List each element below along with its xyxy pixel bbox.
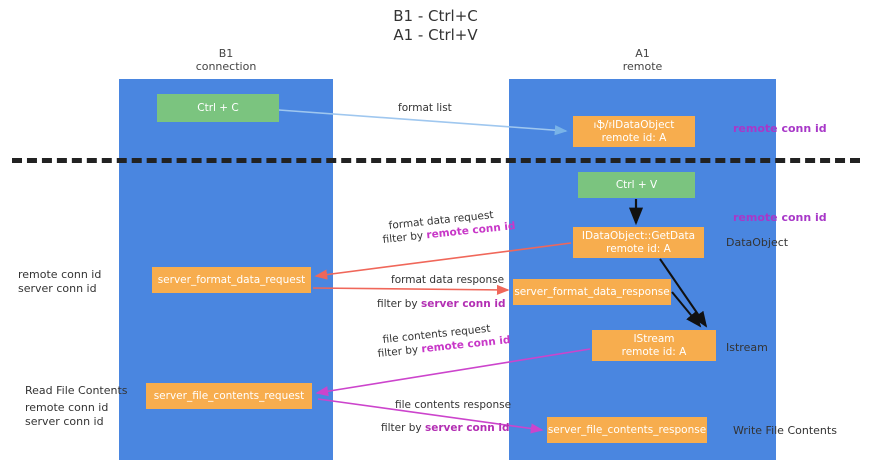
filter-value-server-conn-id: server conn id xyxy=(424,422,510,434)
legend-middle-server-conn-id: server conn id xyxy=(18,282,97,295)
column-header-b1-name: B1 xyxy=(218,47,234,60)
legend-bottom-heading: Read File Contents xyxy=(25,384,128,397)
node-ctrl-v[interactable]: Ctrl + V xyxy=(578,172,695,198)
node-server-format-data-request-label: server_format_data_request xyxy=(157,273,306,286)
node-istream-remote-id: remote id: A xyxy=(621,345,687,358)
column-header-a1-sub: remote xyxy=(622,60,663,73)
column-header-a1-name: A1 xyxy=(635,47,650,60)
filter-prefix: filter by xyxy=(382,229,428,246)
edge-label-format-data-response: format data response xyxy=(391,274,505,286)
node-server-file-contents-response[interactable]: server_file_contents_response xyxy=(547,417,707,443)
edge-label-format-data-response-filter: filter by server conn id xyxy=(377,297,506,311)
node-server-file-contents-request[interactable]: server_file_contents_request xyxy=(146,383,312,409)
node-idataobject-getdata-remote-id: remote id: A xyxy=(606,242,671,255)
node-idataobject-getdata[interactable]: IDataObject::GetData remote id: A xyxy=(573,227,704,258)
column-header-b1-sub: connection xyxy=(195,60,257,73)
side-label-istream: Istream xyxy=(726,341,768,354)
side-label-write-file-contents: Write File Contents xyxy=(733,424,837,437)
edge-label-format-list: format list xyxy=(398,102,452,114)
filter-value-server-conn-id: server conn id xyxy=(420,298,506,310)
legend-bottom-server-conn-id: server conn id xyxy=(25,415,104,428)
node-server-format-data-response[interactable]: server_format_data_response xyxy=(513,279,671,305)
node-idataobject-label: וֆ/ּזIDataObject xyxy=(593,118,675,131)
filter-prefix: filter by xyxy=(381,422,425,434)
filter-prefix: filter by xyxy=(377,298,421,310)
node-idataobject-getdata-label: IDataObject::GetData xyxy=(581,229,696,242)
column-header-b1: B1 connection xyxy=(119,47,333,73)
side-label-remote-conn-id-top: remote conn id xyxy=(733,122,827,135)
edge-label-file-contents-response-filter: filter by server conn id xyxy=(381,421,510,435)
node-server-file-contents-request-label: server_file_contents_request xyxy=(153,389,305,402)
filter-prefix: filter by xyxy=(377,343,423,360)
legend-middle: remote conn id server conn id xyxy=(18,268,101,296)
node-server-format-data-response-label: server_format_data_response xyxy=(514,285,670,298)
legend-bottom: Read File Contents remote conn id server… xyxy=(25,384,128,429)
diagram-title-line-1: B1 - Ctrl+C xyxy=(393,7,478,25)
node-ctrl-c[interactable]: Ctrl + C xyxy=(157,94,279,122)
node-istream[interactable]: IStream remote id: A xyxy=(592,330,716,361)
node-server-format-data-request[interactable]: server_format_data_request xyxy=(152,267,311,293)
node-idataobject[interactable]: וֆ/ּזIDataObject remote id: A xyxy=(573,116,695,147)
legend-bottom-remote-conn-id: remote conn id xyxy=(25,401,109,414)
node-istream-label: IStream xyxy=(633,332,675,345)
column-header-a1: A1 remote xyxy=(509,47,776,73)
legend-middle-remote-conn-id: remote conn id xyxy=(18,268,102,281)
node-idataobject-remote-id: remote id: A xyxy=(601,131,667,144)
horizontal-divider xyxy=(12,158,860,163)
side-label-dataobject: DataObject xyxy=(726,236,789,249)
diagram-title-line-2: A1 - Ctrl+V xyxy=(393,26,478,44)
node-ctrl-c-label: Ctrl + C xyxy=(197,101,239,114)
node-server-file-contents-response-label: server_file_contents_response xyxy=(547,423,707,436)
side-label-remote-conn-id-mid: remote conn id xyxy=(733,211,827,224)
edge-label-file-contents-response: file contents response xyxy=(395,399,512,411)
node-ctrl-v-label: Ctrl + V xyxy=(615,178,658,191)
edge-format-data-response xyxy=(312,284,510,296)
